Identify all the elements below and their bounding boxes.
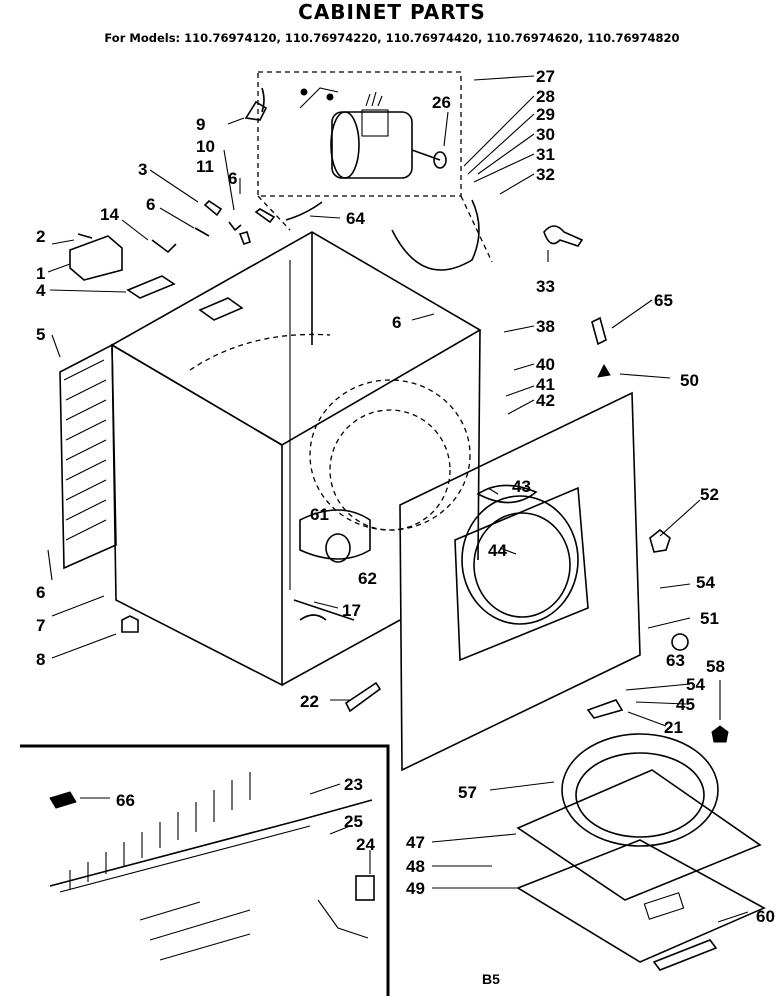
base-assembly — [516, 733, 766, 971]
label-41: 41 — [536, 375, 555, 394]
label-30: 30 — [536, 125, 555, 144]
label-25: 25 — [344, 812, 363, 831]
label-28: 28 — [536, 87, 555, 106]
label-26: 26 — [432, 93, 451, 112]
label-14: 14 — [100, 205, 119, 224]
label-22: 22 — [300, 692, 319, 711]
label-24: 24 — [356, 835, 375, 854]
label-57: 57 — [458, 783, 477, 802]
page-subtitle: For Models: 110.76974120, 110.76974220, … — [104, 31, 680, 45]
label-42: 42 — [536, 391, 555, 410]
label-48: 48 — [406, 857, 425, 876]
label-54-lower: 54 — [686, 675, 705, 694]
label-40: 40 — [536, 355, 555, 374]
label-61: 61 — [310, 505, 329, 524]
label-6-right: 6 — [392, 313, 401, 332]
cabinet — [110, 231, 482, 687]
label-45: 45 — [676, 695, 695, 714]
label-64: 64 — [346, 209, 365, 228]
label-50: 50 — [680, 371, 699, 390]
label-27: 27 — [536, 67, 555, 86]
front-panel — [399, 391, 641, 772]
label-6-mid: 6 — [146, 195, 155, 214]
label-32: 32 — [536, 165, 555, 184]
leader-lines — [47, 75, 749, 923]
label-11: 11 — [196, 157, 214, 176]
label-2: 2 — [36, 227, 45, 246]
label-21: 21 — [664, 718, 683, 737]
motor-inset — [257, 71, 493, 263]
label-5: 5 — [36, 325, 45, 344]
label-23: 23 — [344, 775, 363, 794]
label-51: 51 — [700, 609, 719, 628]
label-47: 47 — [406, 833, 425, 852]
label-44: 44 — [488, 541, 507, 560]
label-63: 63 — [666, 651, 685, 670]
label-17: 17 — [342, 601, 361, 620]
label-43: 43 — [512, 477, 531, 496]
label-8: 8 — [36, 650, 45, 669]
label-54: 54 — [696, 573, 715, 592]
label-4: 4 — [36, 281, 46, 300]
label-33: 33 — [536, 277, 555, 296]
page-title: CABINET PARTS — [298, 0, 486, 24]
side-panel — [59, 343, 117, 570]
part-labels: 1 2 3 4 5 6 6 6 6 7 8 9 10 11 14 17 21 2… — [36, 67, 775, 987]
label-31: 31 — [536, 145, 555, 164]
label-6: 6 — [228, 169, 237, 188]
label-6-left: 6 — [36, 583, 45, 602]
wiring-harness-inset — [20, 744, 390, 996]
label-62: 62 — [358, 569, 377, 588]
label-58: 58 — [706, 657, 725, 676]
label-7: 7 — [36, 616, 45, 635]
label-65: 65 — [654, 291, 673, 310]
right-small-parts — [543, 225, 729, 743]
label-29: 29 — [536, 105, 555, 124]
label-10: 10 — [196, 137, 215, 156]
label-3: 3 — [138, 160, 147, 179]
label-52: 52 — [700, 485, 719, 504]
label-66: 66 — [116, 791, 135, 810]
footer-code: B5 — [482, 971, 500, 987]
misc-parts — [121, 199, 480, 713]
label-38: 38 — [536, 317, 555, 336]
label-60: 60 — [756, 907, 775, 926]
label-1: 1 — [36, 264, 45, 283]
label-49: 49 — [406, 879, 425, 898]
upper-left-parts — [69, 87, 323, 299]
label-9: 9 — [196, 115, 205, 134]
